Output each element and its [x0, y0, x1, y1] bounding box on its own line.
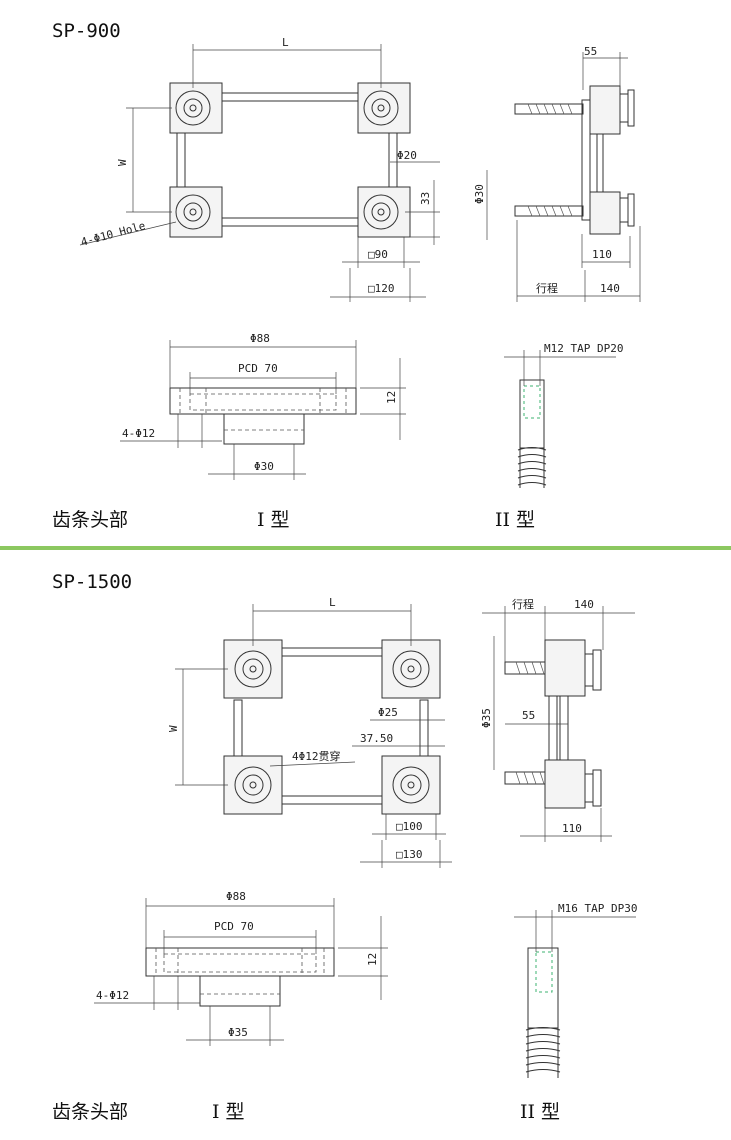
- sp900-top-view: L W 4-Φ10 Hole Φ20 33 □90 □120: [79, 36, 440, 302]
- sp900-side-view: 55 Φ30 110 行程 140: [473, 45, 641, 302]
- sp1500-dia-25: Φ25: [378, 706, 398, 719]
- sp900-flange-type1: Φ88 PCD 70 12 4-Φ12 Φ30: [120, 332, 406, 480]
- sp1500-sq-100: □100: [396, 820, 423, 833]
- sp900-flange-dim-12: 12: [385, 391, 398, 404]
- sp900-hole-label: 4-Φ10 Hole: [79, 219, 146, 249]
- sp1500-side-dia-35: Φ35: [480, 708, 493, 728]
- sp1500-side-dim-140: 140: [574, 598, 594, 611]
- sp1500-flange-dia-88: Φ88: [226, 890, 246, 903]
- sp900-flange-pcd: PCD 70: [238, 362, 278, 375]
- sp900-flange-dia-88: Φ88: [250, 332, 270, 345]
- sp900-dim-33: 33: [419, 192, 432, 205]
- sp900-side-stroke: 行程: [536, 282, 558, 295]
- sp1500-corner-unit-bl: [223, 755, 283, 815]
- sp900-sq-120: □120: [368, 282, 395, 295]
- sp900-corner-unit-tl: [169, 82, 223, 134]
- sp1500-rod-tap: M16 TAP DP30: [558, 902, 637, 915]
- sp900-dia-20: Φ20: [397, 149, 417, 162]
- sp1500-top-view: L W Φ25 37.50 4Φ12贯穿 □100 □130: [167, 596, 452, 868]
- sp1500-side-stroke: 行程: [512, 598, 534, 611]
- sp1500-dim-3750: 37.50: [360, 732, 393, 745]
- sp1500-corner-unit-tl: [223, 639, 283, 699]
- sp1500-flange-pcd: PCD 70: [214, 920, 254, 933]
- sp1500-caption-rack: 齿条头部: [52, 1101, 128, 1123]
- sp900-rod-type2: M12 TAP DP20: [504, 342, 623, 488]
- sp900-rod-tap: M12 TAP DP20: [544, 342, 623, 355]
- sp900-dim-W: W: [116, 159, 129, 166]
- sp1500-corner-unit-br: [381, 755, 441, 815]
- sp900-caption-type1: I 型: [257, 509, 290, 531]
- sp1500-flange-type1: Φ88 PCD 70 12 4-Φ12 Φ35: [94, 890, 388, 1046]
- sp900-corner-unit-tr: [357, 82, 411, 134]
- sp900-caption-type2: II 型: [495, 509, 535, 531]
- section-divider: [0, 546, 731, 550]
- sp1500-holes: 4Φ12贯穿: [292, 749, 341, 763]
- sp900-caption-rack: 齿条头部: [52, 509, 128, 531]
- sp1500-side-view: 行程 140 Φ35 55 110: [480, 598, 635, 842]
- sp1500-dim-L: L: [329, 596, 336, 609]
- sp900-flange-dia-30: Φ30: [254, 460, 274, 473]
- sp1500-flange-holes: 4-Φ12: [96, 989, 129, 1002]
- sp1500-caption-type2: II 型: [520, 1101, 560, 1123]
- sp1500-flange-dia-35: Φ35: [228, 1026, 248, 1039]
- sp1500-side-dim-55: 55: [522, 709, 535, 722]
- title-sp900: SP-900: [52, 20, 121, 42]
- sp900-dim-L: L: [282, 36, 289, 49]
- sp1500-dim-W: W: [167, 725, 180, 732]
- sp900-side-dim-140: 140: [600, 282, 620, 295]
- sp1500-caption-type1: I 型: [212, 1101, 245, 1123]
- sp1500-flange-dim-12: 12: [366, 953, 379, 966]
- sp1500-corner-unit-tr: [381, 639, 441, 699]
- sp900-corner-unit-br: [357, 186, 411, 238]
- sp900-side-dim-110: 110: [592, 248, 612, 261]
- sp1500-rod-type2: M16 TAP DP30: [514, 902, 637, 1078]
- sp1500-side-dim-110: 110: [562, 822, 582, 835]
- sp900-side-dia-30: Φ30: [473, 184, 486, 204]
- title-sp1500: SP-1500: [52, 571, 132, 593]
- sp900-side-dim-55: 55: [584, 45, 597, 58]
- sp900-sq-90: □90: [368, 248, 388, 261]
- sp1500-sq-130: □130: [396, 848, 423, 861]
- sp900-corner-unit-bl: [169, 186, 223, 238]
- sp900-flange-holes: 4-Φ12: [122, 427, 155, 440]
